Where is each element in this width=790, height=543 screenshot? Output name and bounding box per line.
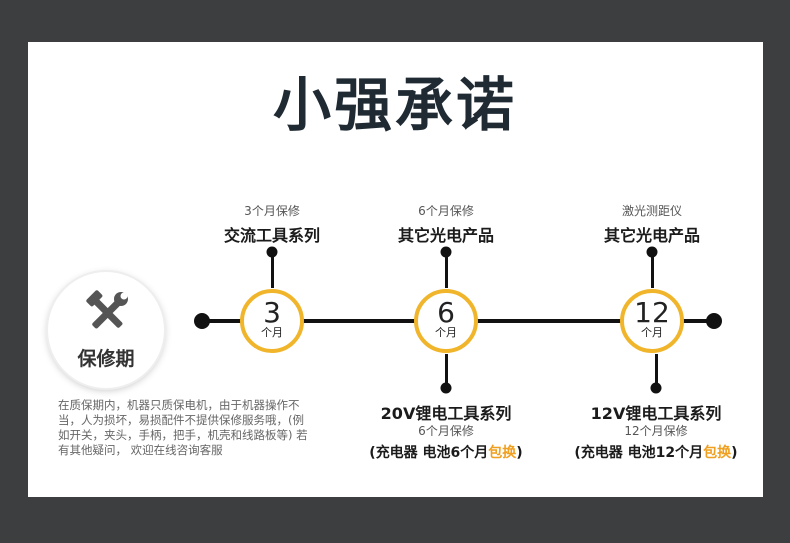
top-connector-3 — [651, 252, 654, 288]
note-prefix: (充电器 电池12个月 — [574, 445, 704, 461]
bottom-dot-2 — [650, 382, 662, 394]
milestone-number: 6 — [437, 296, 455, 329]
badge-text: 保修期 — [77, 348, 135, 370]
milestone-6-months: 6 个月 — [414, 289, 478, 353]
bottom-connector-2 — [655, 354, 658, 388]
top-period-2: 6个月保修 — [418, 204, 474, 218]
bottom-note-2: (充电器 电池12个月包换) — [574, 442, 737, 462]
bottom-period-1: 6个月保修 — [418, 424, 474, 438]
warranty-description: 在质保期内，机器只质保电机，由于机器操作不当，人为损坏，易损配件不提供保修服务哦… — [58, 398, 308, 457]
wrench-hammer-icon — [86, 290, 128, 329]
milestone-number: 12 — [634, 296, 670, 329]
bottom-connector-1 — [445, 354, 448, 388]
note-highlight: 包换 — [488, 445, 517, 461]
top-connector-1 — [271, 252, 274, 288]
content-card — [28, 42, 763, 497]
note-suffix: ) — [516, 445, 523, 461]
bottom-category-1: 20V锂电工具系列 — [380, 404, 512, 423]
milestone-12-months: 12 个月 — [620, 289, 684, 353]
top-period-1: 3个月保修 — [244, 204, 300, 218]
warranty-badge: 保修期 — [48, 272, 164, 388]
note-highlight: 包换 — [703, 445, 732, 461]
top-category-3: 其它光电产品 — [603, 226, 701, 245]
top-category-2: 其它光电产品 — [397, 226, 495, 245]
note-prefix: (充电器 电池6个月 — [369, 445, 489, 461]
milestone-unit: 个月 — [641, 326, 663, 339]
page-title: 小强承诺 — [272, 71, 517, 139]
timeline-end-cap — [706, 313, 722, 329]
note-suffix: ) — [731, 445, 738, 461]
top-connector-2 — [445, 252, 448, 288]
milestone-3-months: 3 个月 — [240, 289, 304, 353]
top-period-3: 激光测距仪 — [621, 204, 683, 218]
timeline-start-cap — [194, 313, 210, 329]
milestone-unit: 个月 — [435, 326, 457, 339]
bottom-note-1: (充电器 电池6个月包换) — [369, 442, 522, 462]
bottom-dot-1 — [440, 382, 452, 394]
bottom-category-2: 12V锂电工具系列 — [590, 404, 722, 423]
bottom-period-2: 12个月保修 — [624, 424, 688, 438]
milestone-unit: 个月 — [261, 326, 283, 339]
milestone-number: 3 — [263, 296, 281, 329]
top-category-1: 交流工具系列 — [223, 226, 321, 245]
